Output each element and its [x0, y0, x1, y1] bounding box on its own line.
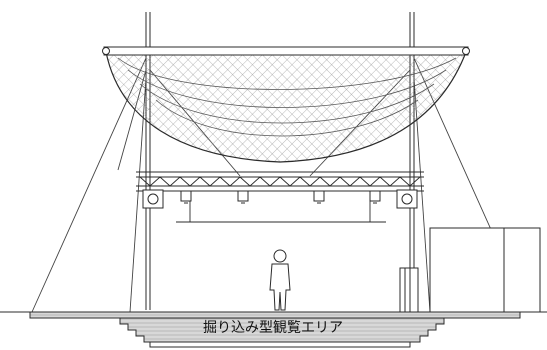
stage-lights [142, 189, 418, 209]
lighting-truss [136, 171, 424, 223]
viewing-area-label: 掘り込み型観覧エリア [203, 320, 343, 336]
ground-section [0, 311, 547, 348]
adjacent-building [399, 227, 541, 313]
canopy-net [102, 46, 470, 163]
human-figure [269, 249, 291, 311]
